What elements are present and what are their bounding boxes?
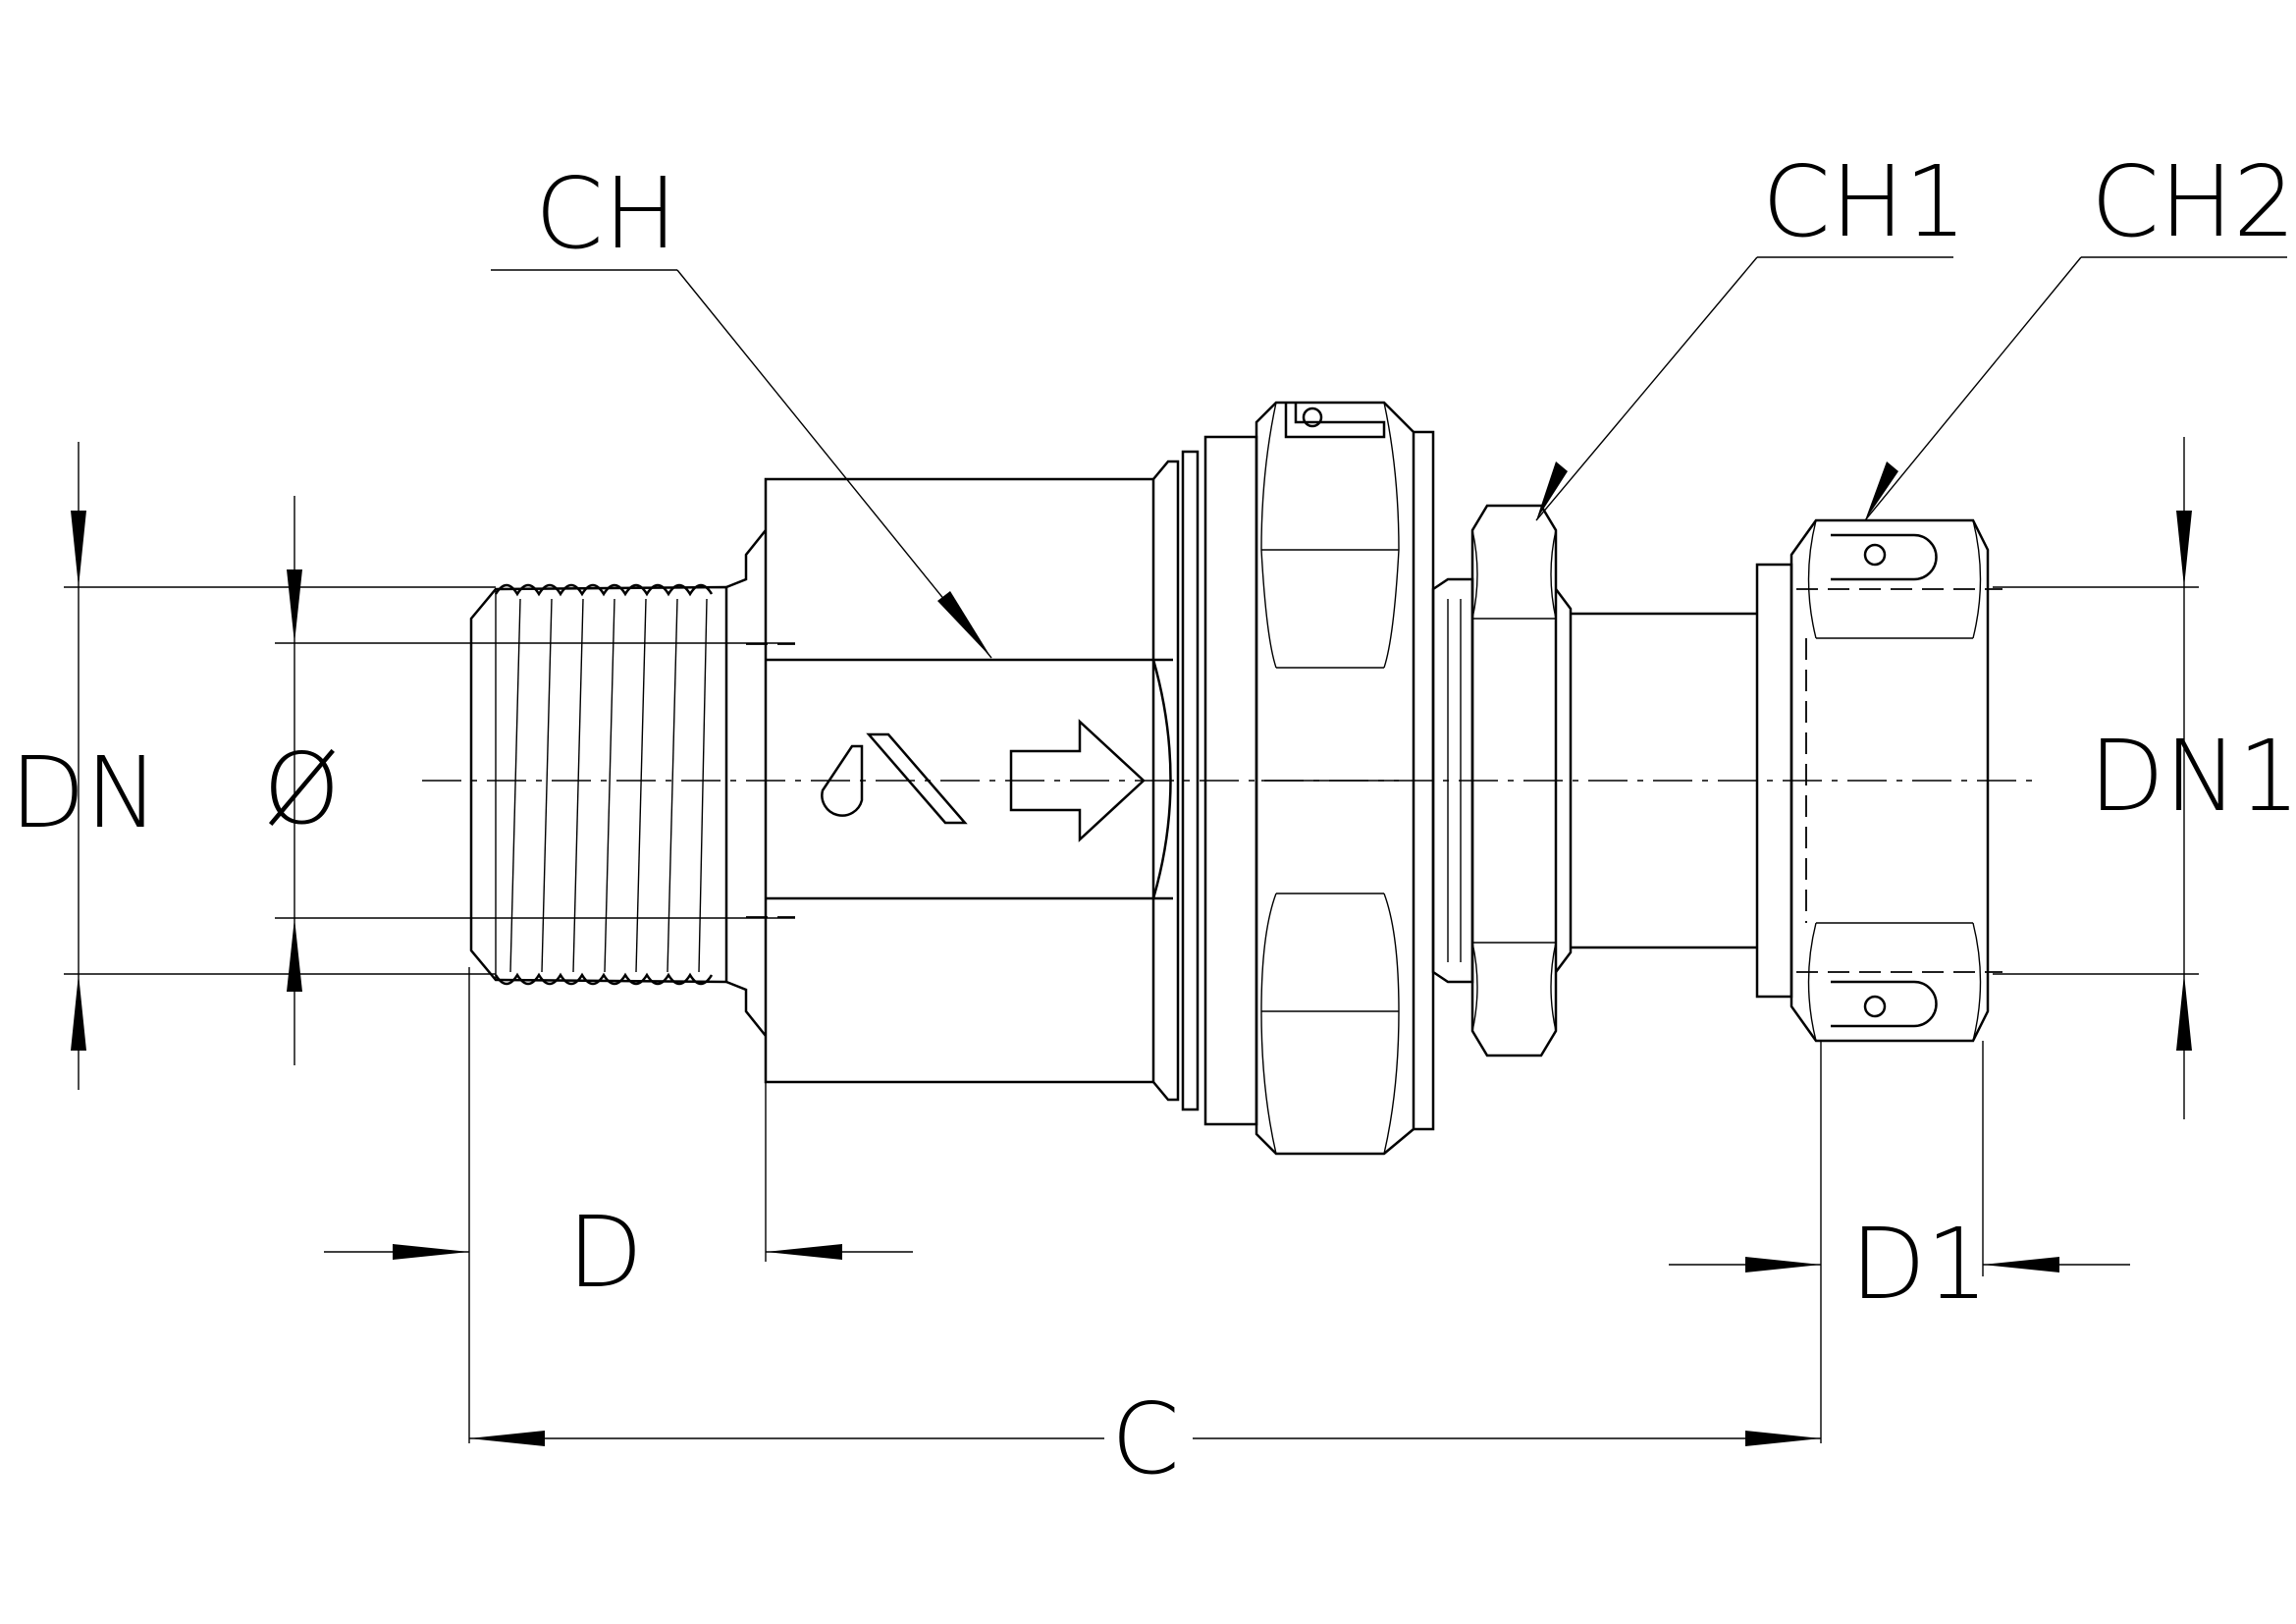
label-d1: D1 <box>1850 1207 1989 1322</box>
tube <box>1571 612 1757 949</box>
male-thread <box>469 529 767 1037</box>
lock-nut-ch1 <box>1470 504 1573 1057</box>
dimension-arrows <box>71 461 2192 1446</box>
brand-logo <box>821 732 968 825</box>
thread-teeth-bottom <box>494 972 714 986</box>
flow-arrow-icon <box>1009 719 1146 842</box>
label-diameter: Ø <box>263 731 341 846</box>
label-ch: CH <box>535 156 677 271</box>
union-nut-hex <box>1255 401 1435 1156</box>
label-ch2: CH2 <box>2091 144 2296 259</box>
label-c: C <box>1111 1381 1180 1496</box>
label-dn1: DN1 <box>2089 719 2296 834</box>
compression-nut-ch2 <box>1755 518 2002 1043</box>
thread-teeth-top <box>494 583 714 597</box>
label-ch1: CH1 <box>1762 144 1967 259</box>
label-d: D <box>567 1195 643 1310</box>
label-dn: DN <box>10 735 159 850</box>
